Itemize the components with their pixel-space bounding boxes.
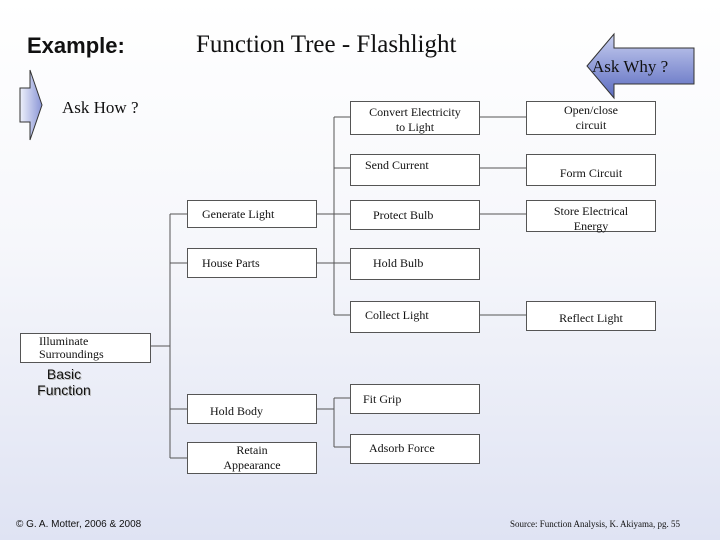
page-title: Function Tree - Flashlight bbox=[196, 31, 457, 58]
ask-how-arrow-icon bbox=[19, 69, 43, 141]
example-label: Example: bbox=[27, 33, 125, 58]
node-hold-body: Hold Body bbox=[187, 394, 317, 424]
node-collect-light: Collect Light bbox=[350, 301, 480, 333]
ask-why-arrow-icon bbox=[586, 32, 695, 100]
node-adsorb-force: Adsorb Force bbox=[350, 434, 480, 464]
ask-why-label: Ask Why ? bbox=[592, 57, 669, 76]
ask-how-label: Ask How ? bbox=[62, 98, 139, 117]
node-convert-electricity: Convert Electricity to Light bbox=[350, 101, 480, 135]
node-store-electrical-energy: Store Electrical Energy bbox=[526, 200, 656, 233]
node-form-circuit: Form Circuit bbox=[526, 154, 656, 186]
node-illuminate-surroundings: Illuminate Surroundings bbox=[20, 333, 151, 363]
source-note: Source: Function Analysis, K. Akiyama, p… bbox=[510, 519, 680, 529]
node-open-close-circuit: Open/close circuit bbox=[526, 101, 656, 135]
node-hold-bulb: Hold Bulb bbox=[350, 248, 480, 280]
node-fit-grip: Fit Grip bbox=[350, 384, 480, 414]
basic-function-label: Basic Function bbox=[37, 366, 91, 398]
node-reflect-light: Reflect Light bbox=[526, 301, 656, 331]
node-retain-appearance: Retain Appearance bbox=[187, 442, 317, 474]
node-send-current: Send Current bbox=[350, 154, 480, 186]
node-protect-bulb: Protect Bulb bbox=[350, 200, 480, 230]
node-house-parts: House Parts bbox=[187, 248, 317, 278]
node-generate-light: Generate Light bbox=[187, 200, 317, 228]
copyright-note: © G. A. Motter, 2006 & 2008 bbox=[16, 519, 142, 530]
